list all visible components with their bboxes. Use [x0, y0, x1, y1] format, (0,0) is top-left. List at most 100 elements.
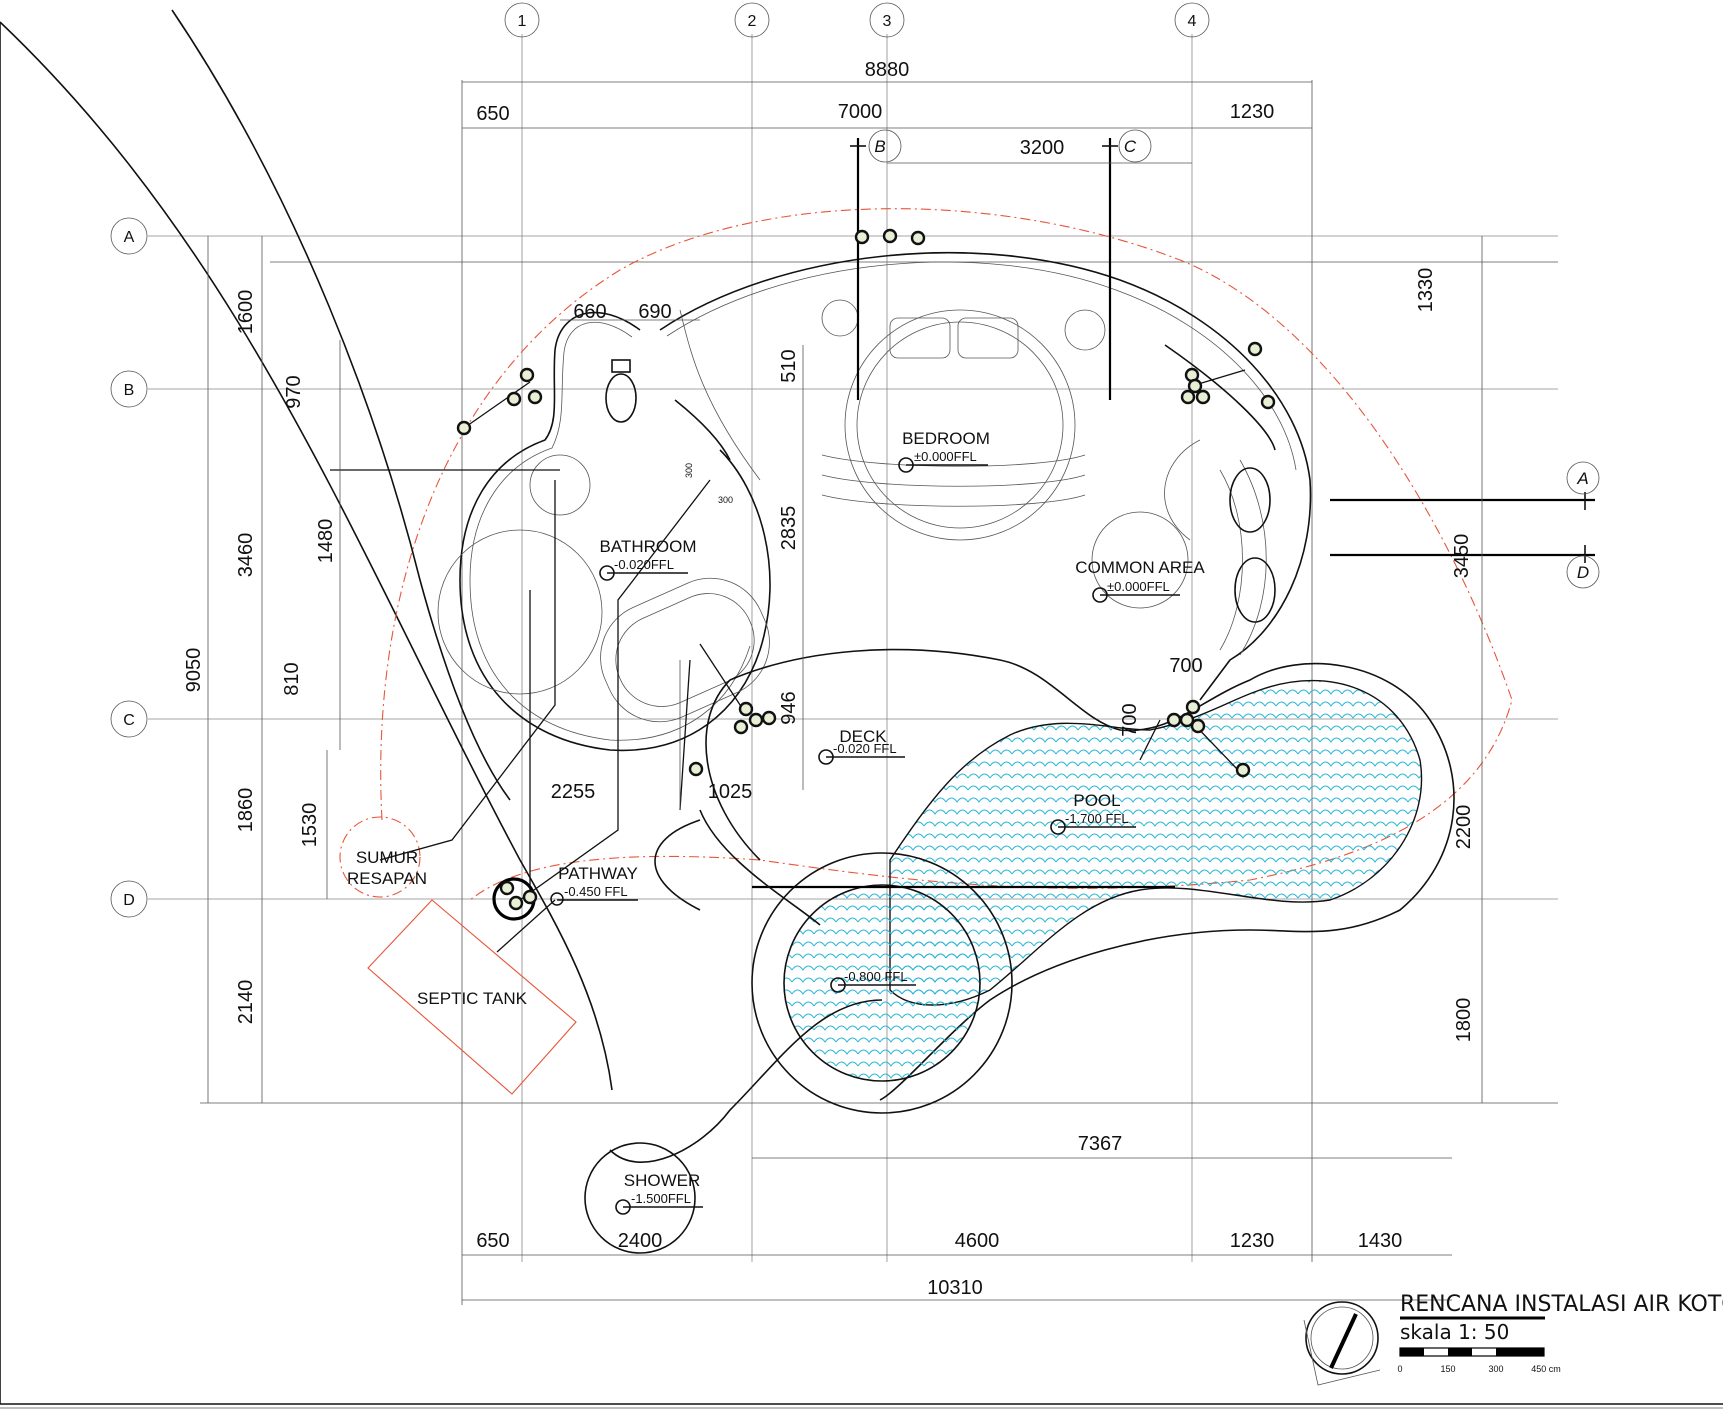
pathway-curve — [609, 999, 883, 1163]
site-boundary-curve-inner — [171, 9, 511, 801]
svg-text:1330: 1330 — [1415, 268, 1437, 313]
bath-shower-area — [437, 529, 603, 695]
svg-text:510: 510 — [778, 349, 800, 382]
svg-text:1600: 1600 — [235, 290, 257, 335]
bathtub-fixture — [600, 577, 770, 723]
room-label-deck: DECK -0.020 FFL — [818, 727, 905, 765]
grid-bubble-row-d: D — [110, 880, 148, 918]
svg-text:SHOWER: SHOWER — [624, 1171, 701, 1190]
svg-text:A: A — [1576, 469, 1588, 488]
svg-text:RESAPAN: RESAPAN — [347, 869, 427, 888]
section-marker-b: B — [850, 129, 902, 400]
toilet-fixture — [605, 373, 637, 423]
grid-bubble-col-2: 2 — [734, 2, 770, 38]
deck-outline — [729, 648, 1455, 1101]
svg-text:1430: 1430 — [1358, 1230, 1403, 1252]
svg-text:POOL: POOL — [1073, 791, 1120, 810]
grid-bubble-row-b: B — [110, 370, 148, 408]
dimension-lines — [207, 81, 1483, 1301]
svg-text:650: 650 — [476, 103, 509, 125]
svg-text:1860: 1860 — [235, 788, 257, 833]
svg-text:1230: 1230 — [1230, 1230, 1275, 1252]
scale-bar: 0 150 300 450 cm — [1397, 1347, 1561, 1374]
svg-text:4600: 4600 — [955, 1230, 1000, 1252]
drawing-title: RENCANA INSTALASI AIR KOTOR — [1400, 1292, 1723, 1317]
grid-bubble-col-1: 1 — [504, 2, 540, 38]
svg-text:2200: 2200 — [1453, 805, 1475, 850]
svg-text:C: C — [1124, 137, 1137, 156]
svg-text:-0.450 FFL: -0.450 FFL — [564, 884, 628, 899]
svg-text:7000: 7000 — [838, 101, 883, 123]
room-label-pathway: PATHWAY -0.450 FFL — [557, 864, 638, 901]
svg-text:2140: 2140 — [235, 980, 257, 1025]
grid-lines — [148, 34, 1558, 1305]
svg-text:3460: 3460 — [235, 533, 257, 578]
svg-text:300: 300 — [718, 495, 733, 505]
svg-text:450 cm: 450 cm — [1531, 1364, 1561, 1374]
svg-text:2255: 2255 — [551, 781, 596, 803]
svg-text:1800: 1800 — [1453, 998, 1475, 1043]
site-boundary-curve-outer — [0, 21, 613, 1091]
room-label-shower: SHOWER -1.500FFL — [615, 1171, 703, 1215]
svg-text:2: 2 — [748, 13, 757, 30]
grid-bubble-col-3: 3 — [869, 2, 905, 38]
svg-text:C: C — [123, 712, 135, 729]
septic-tank-outline — [367, 899, 577, 1095]
svg-text:7367: 7367 — [1078, 1133, 1123, 1155]
outdoor-shower-circle — [584, 1142, 696, 1254]
waste-pipe-network — [330, 369, 1246, 953]
svg-text:300: 300 — [684, 463, 694, 478]
svg-text:BATHROOM: BATHROOM — [600, 537, 697, 556]
svg-text:700: 700 — [1119, 703, 1141, 736]
room-label-pool: POOL -1.700 FFL — [1050, 791, 1136, 835]
svg-text:810: 810 — [281, 662, 303, 695]
sink-fixture — [529, 454, 591, 516]
common-area-sofa — [1219, 459, 1267, 656]
grid-bubble-row-a: A — [110, 217, 148, 255]
svg-text:PATHWAY: PATHWAY — [558, 864, 638, 883]
svg-text:4: 4 — [1188, 13, 1197, 30]
grid-bubble-col-4: 4 — [1174, 2, 1210, 38]
svg-text:300: 300 — [1488, 1364, 1503, 1374]
pool-water — [889, 679, 1423, 1006]
north-arrow — [1303, 1301, 1381, 1386]
section-marker-d: D — [1330, 545, 1600, 589]
svg-text:946: 946 — [778, 691, 800, 724]
svg-text:SUMUR: SUMUR — [356, 848, 418, 867]
svg-text:10310: 10310 — [927, 1277, 983, 1299]
section-marker-a: A — [1330, 461, 1600, 510]
svg-text:±0.000FFL: ±0.000FFL — [914, 449, 977, 464]
common-area-table — [1091, 511, 1189, 609]
svg-text:1025: 1025 — [708, 781, 753, 803]
bed-round — [844, 309, 1076, 541]
svg-text:BEDROOM: BEDROOM — [902, 429, 990, 448]
bedroom-shell-outer — [659, 252, 1312, 701]
svg-text:-0.020FFL: -0.020FFL — [614, 557, 674, 572]
svg-text:±0.000FFL: ±0.000FFL — [1107, 579, 1170, 594]
grid-bubble-row-c: C — [110, 700, 148, 738]
svg-text:3200: 3200 — [1020, 137, 1065, 159]
svg-text:690: 690 — [638, 301, 671, 323]
bathroom-pod-outline — [459, 311, 771, 752]
svg-text:9050: 9050 — [183, 648, 205, 693]
svg-text:700: 700 — [1169, 655, 1202, 677]
svg-text:B: B — [874, 137, 885, 156]
svg-text:2400: 2400 — [618, 1230, 663, 1252]
svg-text:1480: 1480 — [315, 519, 337, 564]
svg-text:-0.020 FFL: -0.020 FFL — [833, 741, 897, 756]
room-label-common-area: COMMON AREA ±0.000FFL — [1075, 558, 1205, 603]
svg-text:660: 660 — [573, 301, 606, 323]
svg-text:-0.800 FFL: -0.800 FFL — [844, 969, 908, 984]
svg-text:COMMON AREA: COMMON AREA — [1075, 558, 1205, 577]
svg-text:D: D — [1577, 563, 1589, 582]
label-septic-tank: SEPTIC TANK — [417, 989, 528, 1008]
svg-text:0: 0 — [1397, 1364, 1402, 1374]
svg-text:650: 650 — [476, 1230, 509, 1252]
svg-text:3: 3 — [883, 13, 892, 30]
svg-text:3450: 3450 — [1451, 534, 1473, 579]
svg-text:1: 1 — [518, 13, 527, 30]
room-label-bedroom: BEDROOM ±0.000FFL — [898, 429, 990, 473]
svg-text:2835: 2835 — [778, 506, 800, 551]
svg-text:D: D — [123, 892, 135, 909]
